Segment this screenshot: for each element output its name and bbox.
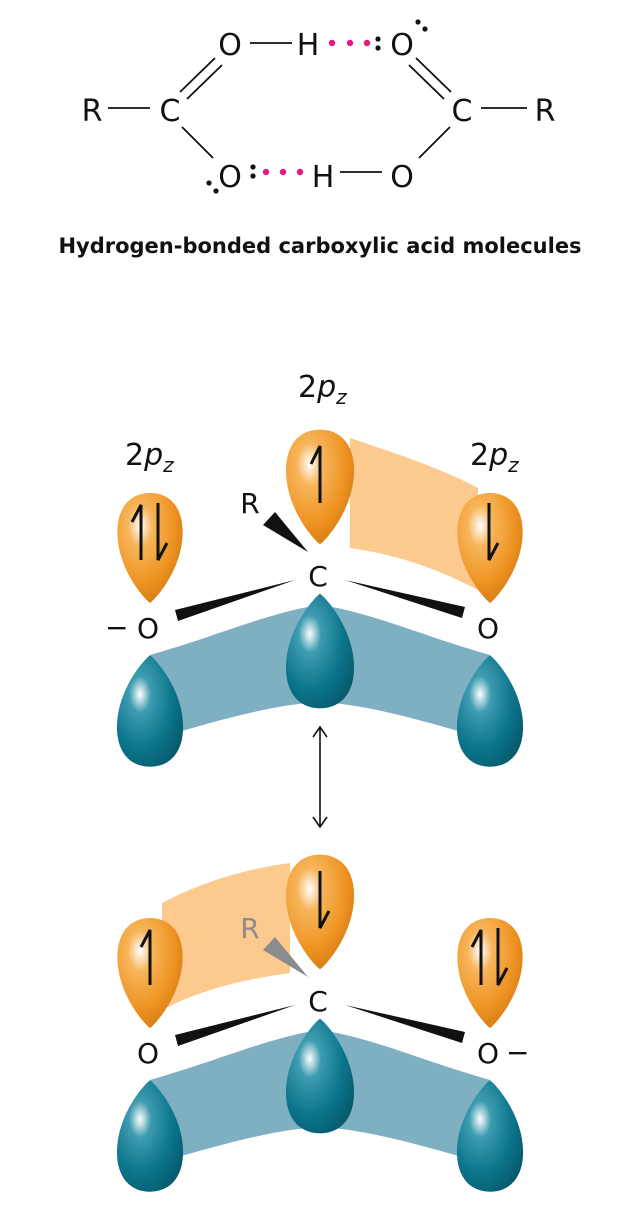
atom-r-right: R — [535, 94, 556, 129]
orbital-label-left: 2pz — [125, 438, 174, 477]
resonance-structure-bottom: R C O O − — [116, 854, 529, 1192]
lone-pair-dots — [206, 19, 428, 194]
atom-c-left: C — [160, 94, 181, 129]
pi-overlap-band-orange — [162, 863, 290, 1010]
atom-h-bottom: H — [312, 160, 335, 195]
spin-down-arrow-right — [487, 503, 500, 561]
atom-c: C — [308, 985, 328, 1018]
atom-o-left: O — [137, 612, 159, 645]
atom-o-bottom-right: O — [390, 160, 414, 195]
charge-minus-right: − — [506, 1036, 529, 1069]
wedge-bond-o-right — [345, 1005, 465, 1043]
pi-overlap-band-orange — [350, 438, 478, 590]
spin-up-arrow-left — [139, 929, 152, 985]
spin-up-arrow-right — [470, 929, 483, 985]
atom-o-left: O — [137, 1037, 159, 1070]
wedge-bond-o-left — [175, 1005, 295, 1046]
spin-down-arrow-left — [156, 503, 169, 561]
spin-arrows — [139, 871, 509, 986]
atom-r: R — [240, 487, 259, 520]
atom-h-top: H — [297, 28, 320, 63]
atom-r: R — [240, 912, 259, 945]
atom-c: C — [308, 560, 328, 593]
spin-up-arrow-left — [130, 504, 143, 560]
atom-o-top-right: O — [390, 28, 414, 63]
charge-minus-left: − — [105, 611, 128, 644]
atom-o-right: O — [477, 612, 499, 645]
spin-up-arrow-center — [309, 445, 322, 503]
wedge-bond-o-left — [175, 580, 295, 621]
orbital-label-center: 2pz — [298, 370, 347, 409]
wedge-bond-r — [263, 937, 308, 977]
spin-down-arrow-right — [496, 928, 509, 986]
bond-lines — [108, 42, 527, 173]
atom-o-bottom-left: O — [218, 160, 242, 195]
atom-o-top-left: O — [218, 28, 242, 63]
orbital-lobe-left-top — [117, 493, 183, 603]
atom-c-right: C — [452, 94, 473, 129]
wedge-bond-r — [263, 512, 308, 552]
wedge-bond-o-right — [345, 580, 465, 618]
carboxylic-acid-dimer: R C O H O C R O H O Hydrogen-bon — [58, 19, 582, 258]
spin-arrows — [130, 445, 500, 561]
atom-o-right: O — [477, 1037, 499, 1070]
hydrogen-bond-dots — [262, 39, 371, 176]
resonance-double-arrow — [312, 725, 328, 829]
resonance-structure-top: 2pz 2pz 2pz R C − O O — [105, 370, 524, 767]
orbital-label-right: 2pz — [470, 438, 519, 477]
dimer-caption: Hydrogen-bonded carboxylic acid molecule… — [58, 234, 581, 258]
atom-r-left: R — [82, 94, 103, 129]
orbital-lobe-right-top — [457, 918, 523, 1028]
spin-down-arrow-center — [318, 871, 331, 929]
